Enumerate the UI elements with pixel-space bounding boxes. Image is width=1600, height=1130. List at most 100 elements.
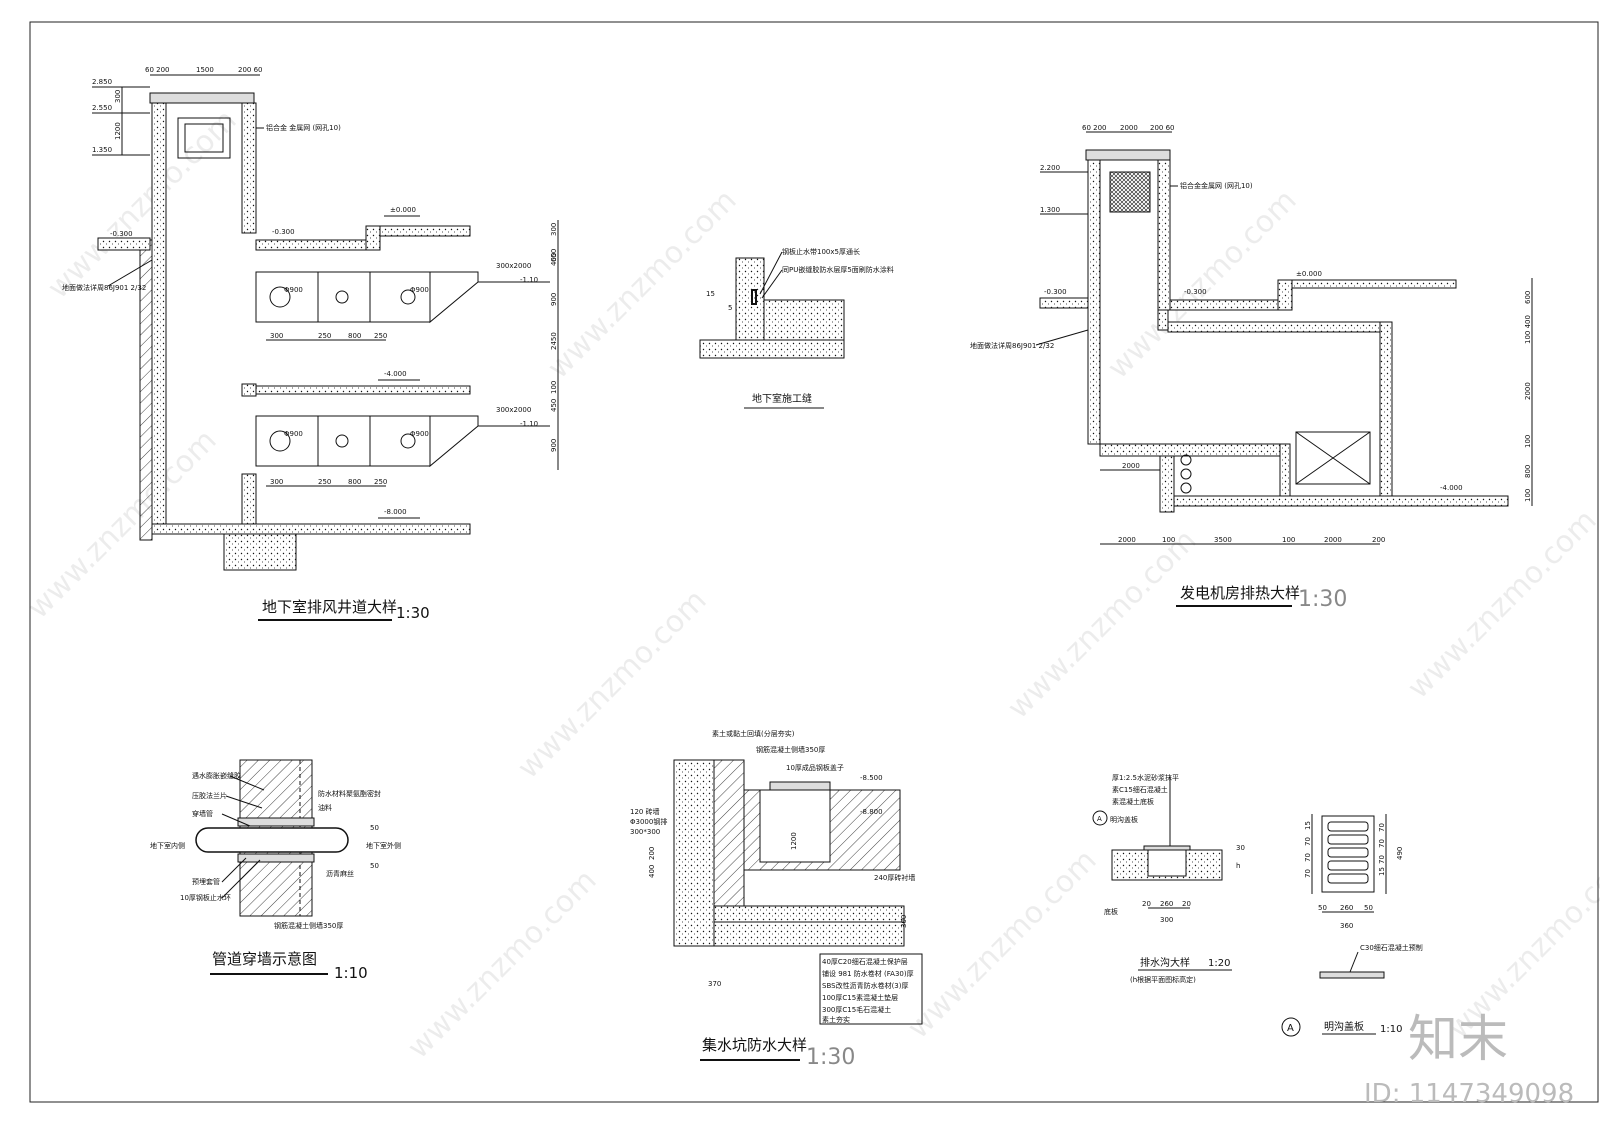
watermark-text: www.znzmo.com	[511, 583, 714, 786]
pipe-note: 钢筋混凝土侧墙350厚	[274, 921, 343, 930]
dim-label: 20	[1142, 900, 1151, 908]
drawing-scale: 1:10	[1380, 1024, 1402, 1035]
level-label: -0.300	[1184, 288, 1207, 296]
drawing-scale: 1:30	[396, 604, 430, 622]
dim-label: 3500	[1214, 536, 1232, 544]
sump-note: Φ3000钢排	[630, 817, 667, 826]
level-label: -1.10	[520, 420, 538, 428]
joint-note: 钢板止水带100x5厚通长	[782, 247, 860, 256]
level-label: -8.500	[860, 774, 883, 782]
dim-label: 50	[1318, 904, 1327, 912]
dim-label: 360	[1340, 922, 1353, 930]
drawing-title: 明沟盖板	[1324, 1020, 1364, 1033]
pipe-note: 地下室外侧	[366, 841, 401, 850]
layer-note: 40厚C20细石混凝土保护层	[822, 957, 908, 966]
dim-label: 60 200	[1082, 124, 1107, 132]
sump-note: 240厚砖衬墙	[874, 873, 915, 882]
level-label: -8.800	[860, 808, 883, 816]
level-label: -0.300	[1044, 288, 1067, 296]
dim-label: 50	[370, 824, 379, 832]
dim-label: 200 60	[1150, 124, 1175, 132]
dim-label: 2000	[1122, 462, 1140, 470]
level-label: -4.000	[384, 370, 407, 378]
level-label: 2.550	[92, 104, 112, 112]
layer-note: 100厚C15素混凝土垫层	[822, 993, 898, 1002]
dim-label: 800	[1524, 465, 1532, 478]
pipe-note: 地下室内侧	[150, 841, 185, 850]
dim-label: 1200	[790, 832, 798, 850]
pipe-note: 油料	[318, 803, 332, 812]
watermark-text: www.znzmo.com	[1001, 523, 1204, 726]
dim-label: 300	[270, 332, 283, 340]
dim-label: 900	[550, 439, 558, 452]
drawing-drainage-ditch: 厚1:2.5水泥砂浆抹平 素C15细石混凝土 素混凝土底板 A 明沟盖板 30 …	[1092, 773, 1245, 984]
watermark-text: www.znzmo.com	[401, 863, 604, 1066]
dim-label: 50	[370, 862, 379, 870]
dim-label: 100	[1524, 435, 1532, 448]
fan-label: Φ900	[410, 430, 429, 438]
drawing-sump-pit: 素土或黏土回填(分层夯实) 钢筋混凝土侧墙350厚 10厚成品钢板盖子 -8.5…	[630, 729, 923, 1070]
drawing-trench-cover: 15 70 70 70 70 70 70 15 490 50 260 50 36…	[1281, 814, 1423, 1037]
layer-note: 素土夯实	[822, 1015, 850, 1024]
dim-label: 70	[1378, 839, 1386, 848]
dim-label: 2000	[1524, 382, 1532, 400]
drawing-pipe-through-wall: 遇水膨胀嵌缝胶 压胶法兰片 穿墙管 地下室内侧 预埋套管 10厚钢板止水环 防水…	[150, 759, 401, 982]
watermark-text: www.znzmo.com	[901, 843, 1104, 1046]
ditch-note: 底板	[1104, 907, 1118, 916]
dim-label: 200 60	[238, 66, 263, 74]
pipe-note: 遇水膨胀嵌缝胶	[192, 771, 241, 780]
drawing-title: 地下室排风井道大样	[262, 598, 397, 616]
dim-label: 70	[1378, 855, 1386, 864]
dim-label: 200	[1372, 536, 1385, 544]
watermark-text: www.znzmo.com	[1101, 183, 1304, 386]
level-label: 1.350	[92, 146, 112, 154]
cover-note: C30细石混凝土预制	[1360, 943, 1423, 952]
dim-label: 800	[348, 332, 361, 340]
brand-logo: 知末	[1408, 1010, 1508, 1068]
dim-label: 1500	[196, 66, 214, 74]
pipe-note: 沥青麻丝	[326, 869, 354, 878]
ditch-note: 厚1:2.5水泥砂浆抹平	[1112, 773, 1179, 782]
dim-label: 70	[1304, 837, 1312, 846]
dim-label: 15	[1378, 867, 1386, 876]
dim-label: 600	[1524, 291, 1532, 304]
callout-note: 明沟盖板	[1110, 815, 1138, 824]
level-label: ±0.000	[1296, 270, 1322, 278]
dim-label: 2000	[1118, 536, 1136, 544]
dim-label: 60 200	[145, 66, 170, 74]
dim-label: 250	[318, 332, 331, 340]
dim-label: 200	[648, 847, 656, 860]
dim-label: 260	[1160, 900, 1173, 908]
level-label: -1.10	[520, 276, 538, 284]
fan-label: Φ900	[284, 430, 303, 438]
dim-label: 100	[1524, 489, 1532, 502]
drawing-scale: 1:30	[806, 1045, 855, 1070]
dim-label: 250	[374, 478, 387, 486]
sump-note: 120 砖墙	[630, 807, 660, 816]
dim-label: 650	[550, 249, 558, 262]
dim-label: 100	[1282, 536, 1295, 544]
dim-label: 50	[1364, 904, 1373, 912]
dim-label: 30	[1236, 844, 1245, 852]
drawing-scale: 1:20	[1208, 958, 1230, 969]
drawing-scale: 1:10	[334, 964, 368, 982]
ditch-note: 素C15细石混凝土	[1112, 785, 1168, 794]
dim-label: 15	[1304, 821, 1312, 830]
joint-note: 同PU嵌缝胶防水层厚5面刷防水涂料	[782, 265, 894, 274]
dim-label: 300	[550, 223, 558, 236]
dim-label: 1200	[114, 122, 122, 140]
dim-label: 490	[1396, 847, 1404, 860]
level-label: 2.200	[1040, 164, 1060, 172]
dim-label: 20	[1182, 900, 1191, 908]
callout-label: A	[1287, 1023, 1294, 1034]
dim-label: 2000	[1120, 124, 1138, 132]
dim-label: 100	[1162, 536, 1175, 544]
layer-note: 铺设 981 防水卷材 (FA30)厚	[822, 969, 914, 978]
drawing-scale: 1:30	[1298, 587, 1347, 612]
layer-note: SBS改性沥青防水卷材(3)厚	[822, 981, 908, 990]
dim-label: 300	[900, 915, 908, 928]
level-label: 2.850	[92, 78, 112, 86]
ditch-note: 素混凝土底板	[1112, 797, 1154, 806]
louver-note: 铝合金金属网 (网孔10)	[1180, 181, 1253, 190]
drawing-title: 地下室施工缝	[752, 392, 812, 405]
